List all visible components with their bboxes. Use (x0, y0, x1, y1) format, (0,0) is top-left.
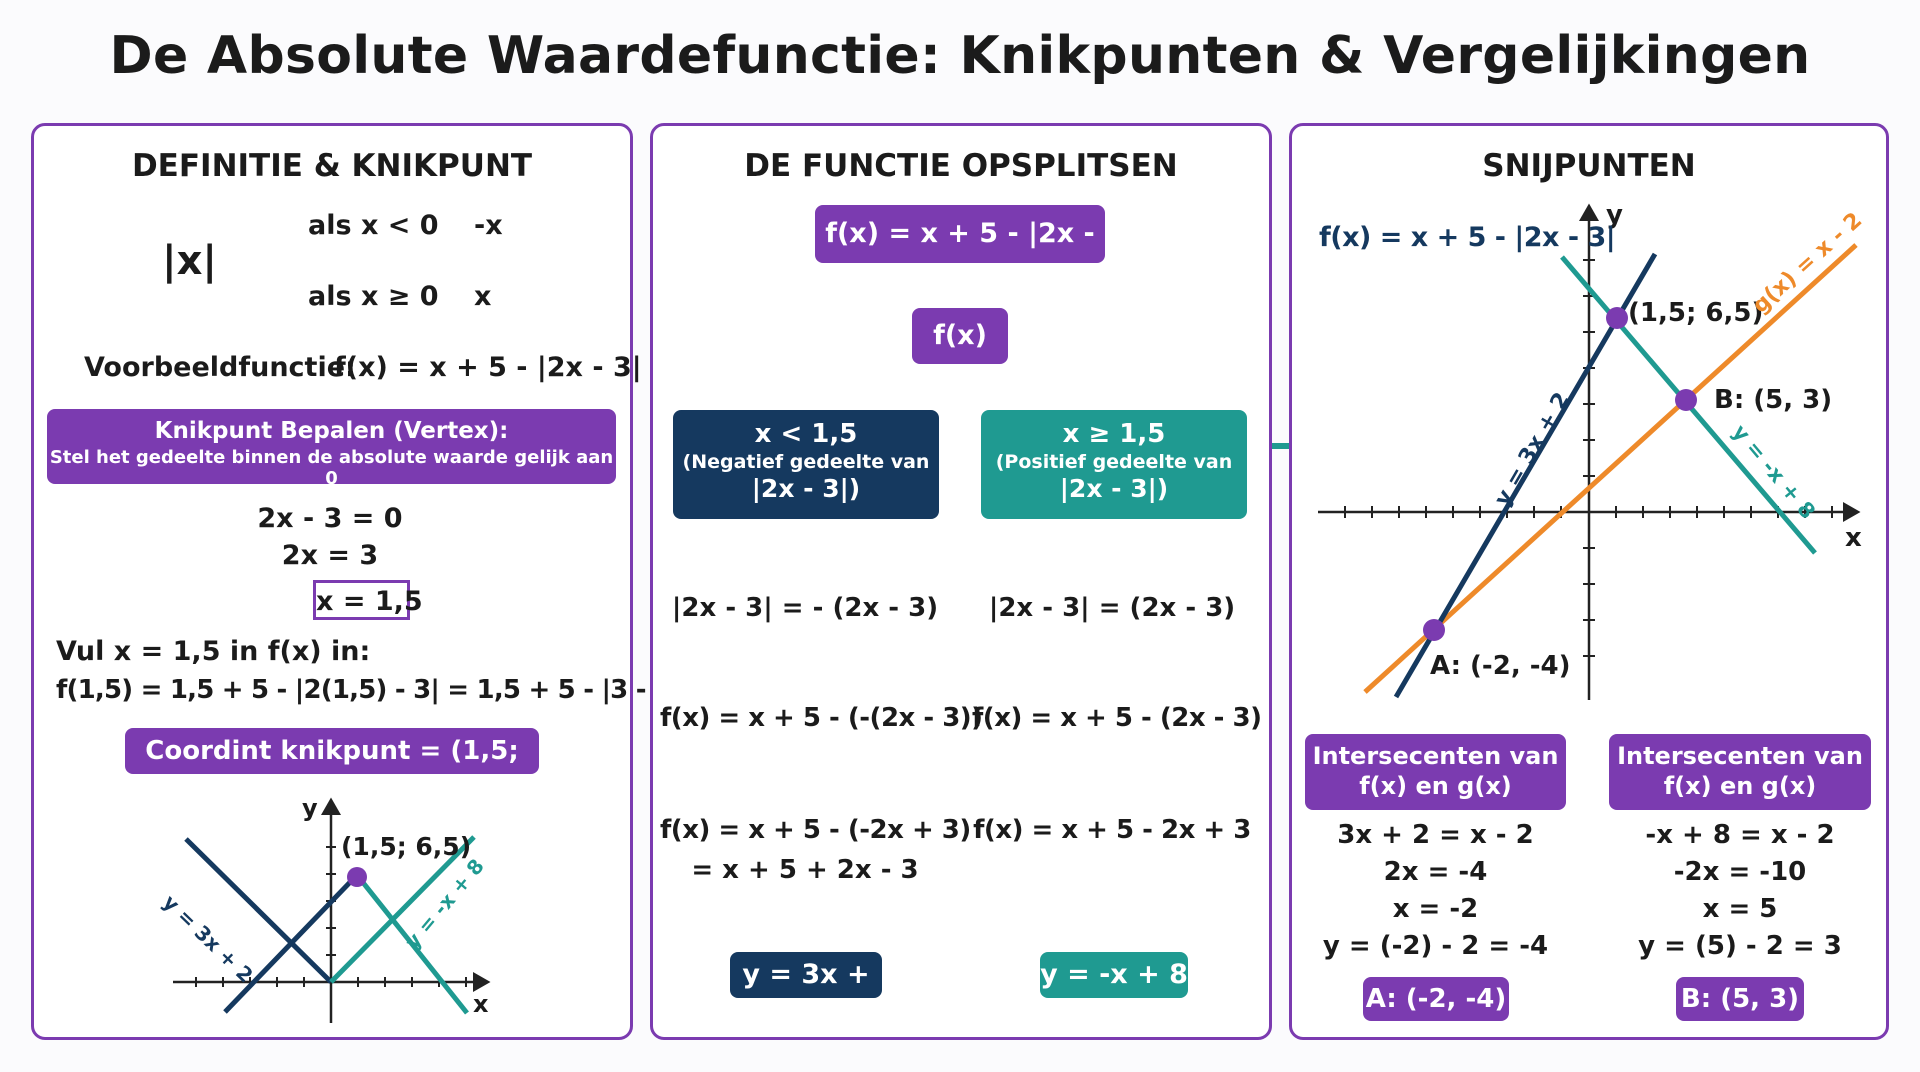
case-neg: als x < 0 (308, 210, 439, 241)
intersect-right-1: Intersecenten van (1617, 742, 1863, 770)
left-result: y = 3x + 2 (730, 952, 882, 1036)
intersect-right-step-2: -2x = -10 (1673, 857, 1807, 887)
left-step-1: |2x - 3| = - (2x - 3) (671, 593, 939, 623)
eq-step-3: x = 1,5 (313, 580, 423, 620)
top-func-box: f(x) = x + 5 - |2x - 3| (815, 205, 1105, 307)
example-label: Voorbeeldfunctie: (84, 352, 356, 383)
abs-symbol: |x| (162, 238, 218, 284)
right-note-1: (Positief gedeelte van (995, 451, 1233, 473)
intersect-right-step-1: -x + 8 = x - 2 (1645, 820, 1835, 850)
page-title: De Absolute Waardefunctie: Knikpunten & … (109, 26, 1811, 86)
intersect-right-box: Intersecenten van f(x) en g(x) (1609, 734, 1871, 810)
intersect-right-2: f(x) en g(x) (1663, 772, 1817, 800)
intersect-right-step-4: y = (5) - 2 = 3 (1638, 931, 1842, 961)
intersect-right-result: B: (5, 3) (1676, 977, 1804, 1021)
intersect-left-box: Intersecenten van f(x) en g(x) (1305, 734, 1566, 810)
right-step-1: |2x - 3| = (2x - 3) (988, 593, 1236, 623)
point-b-label: B: (5, 3) (1714, 385, 1833, 415)
case-pos: als x ≥ 0 (308, 281, 439, 312)
example-func: f(x) = x + 5 - |2x - 3| (334, 352, 642, 383)
coord-label: Coordint knikpunt = (1,5; 6,5) (125, 728, 539, 812)
panel1-heading: DEFINITIE & KNIKPUNT (131, 148, 533, 184)
eq-step-2: 2x = 3 (281, 540, 379, 571)
case-pos-result: x (474, 281, 492, 312)
intersect-left-result: A: (-2, -4) (1363, 977, 1509, 1021)
mini-y-label: y (302, 794, 318, 822)
fx-node: f(x) (912, 308, 1008, 364)
mini-x-label: x (473, 990, 489, 1018)
intersect-right-step-3: x = 5 (1702, 894, 1778, 924)
intersect-left-step-1: 3x + 2 = x - 2 (1337, 820, 1534, 850)
mini-vertex-label: (1,5; 6,5) (341, 832, 472, 861)
panel3-heading: SNIJPUNTEN (1482, 148, 1696, 184)
left-branch-box: x < 1,5 (Negatief gedeelte van |2x - 3|) (673, 410, 939, 519)
vertex-box: Knikpunt Bepalen (Vertex): Stel het gede… (47, 409, 616, 489)
right-note-2: |2x - 3|) (1059, 474, 1169, 503)
case-neg-result: -x (474, 210, 503, 241)
panel2-heading: DE FUNCTIE OPSPLITSEN (744, 148, 1178, 184)
intersect-left-1: Intersecenten van (1312, 742, 1559, 770)
intersect-left-step-4: y = (-2) - 2 = -4 (1322, 931, 1549, 961)
fill-label: Vul x = 1,5 in f(x) in: (56, 636, 371, 667)
right-branch-box: x ≥ 1,5 (Positief gedeelte van |2x - 3|) (981, 410, 1247, 519)
fill-calc: f(1,5) = 1,5 + 5 - |2(1,5) - 3| = 1,5 + … (56, 675, 762, 705)
vertex-label: (1,5; 6,5) (1628, 298, 1764, 328)
graph-x-label: x (1845, 523, 1862, 553)
panel-opsplitsen: DE FUNCTIE OPSPLITSEN (650, 123, 1272, 1040)
vertex-sub: Stel het gedeelte binnen de absolute waa… (49, 447, 614, 489)
right-cond: x ≥ 1,5 (1062, 419, 1166, 449)
intersect-left-2: f(x) en g(x) (1359, 772, 1512, 800)
eq-step-1: 2x - 3 = 0 (257, 503, 403, 534)
right-step-3: f(x) = x + 5 - 2x + 3 (973, 815, 1251, 845)
left-cond: x < 1,5 (754, 419, 858, 449)
point-a-label: A: (-2, -4) (1430, 651, 1571, 681)
f-label: f(x) = x + 5 - |2x - 3| (1319, 222, 1616, 253)
left-step-3: f(x) = x + 5 - (-2x + 3) (660, 815, 971, 845)
graph-y-label: y (1606, 200, 1623, 230)
vertex-title: Knikpunt Bepalen (Vertex): (154, 418, 509, 444)
left-note-2: |2x - 3|) (751, 474, 861, 503)
right-step-2: f(x) = x + 5 - (2x - 3) (972, 703, 1262, 733)
left-note-1: (Negatief gedeelte van (682, 451, 930, 473)
left-step-2: f(x) = x + 5 - (-(2x - 3)) (660, 703, 983, 733)
right-result: y = -x + 8 (1040, 952, 1188, 998)
intersect-left-step-3: x = -2 (1392, 894, 1479, 924)
intersect-left-step-2: 2x = -4 (1383, 857, 1488, 887)
left-step-4: = x + 5 + 2x - 3 (691, 855, 919, 885)
